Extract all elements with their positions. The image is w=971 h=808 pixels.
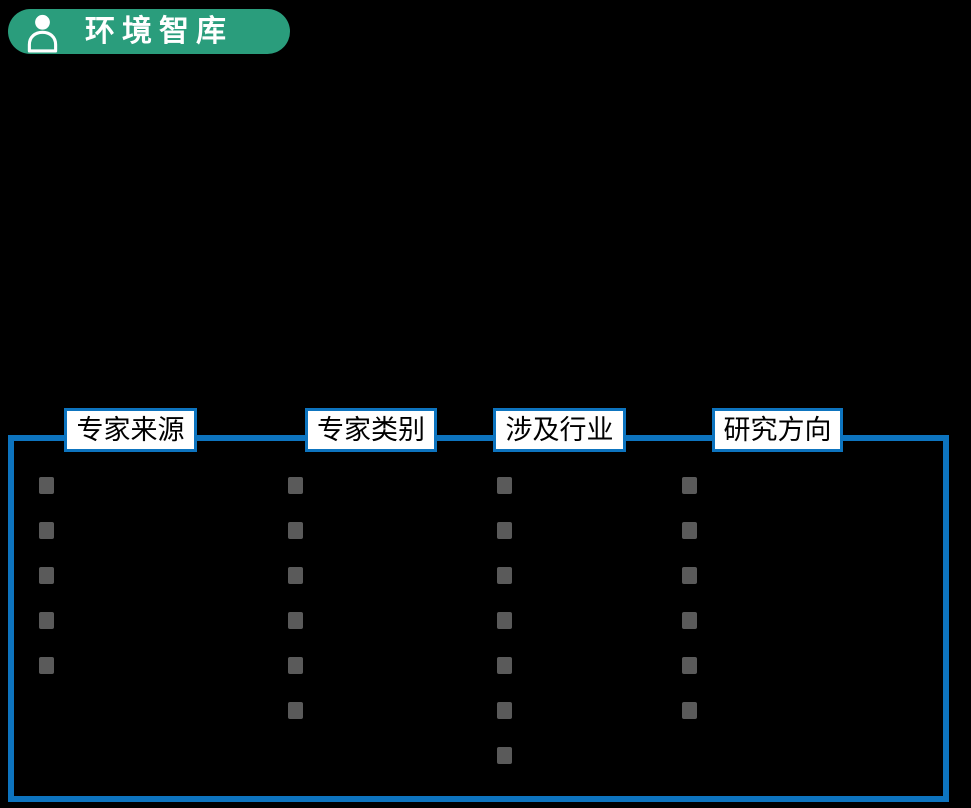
bullet-marker	[682, 477, 697, 494]
bullet-marker	[682, 657, 697, 674]
bullet-marker	[288, 567, 303, 584]
bullet-marker	[39, 522, 54, 539]
bullet-marker	[497, 522, 512, 539]
bullet-marker	[39, 612, 54, 629]
bullet-marker	[288, 522, 303, 539]
expert-panel	[8, 435, 949, 802]
bullet-marker	[39, 657, 54, 674]
think-tank-badge: 环境智库	[8, 9, 290, 54]
person-icon	[27, 14, 58, 53]
bullet-marker	[497, 747, 512, 764]
bullet-marker	[682, 567, 697, 584]
bullet-marker	[497, 477, 512, 494]
bullet-marker	[497, 567, 512, 584]
bullet-marker	[497, 702, 512, 719]
bullet-column-research-direction	[682, 477, 697, 719]
header-box-expert-category: 专家类别	[305, 408, 437, 452]
bullet-marker	[288, 477, 303, 494]
bullet-marker	[288, 612, 303, 629]
bullet-marker	[682, 702, 697, 719]
bullet-marker	[288, 657, 303, 674]
header-box-research-direction: 研究方向	[712, 408, 843, 452]
bullet-column-expert-category	[288, 477, 303, 719]
bullet-marker	[288, 702, 303, 719]
bullet-marker	[39, 477, 54, 494]
bullet-marker	[497, 612, 512, 629]
badge-label: 环境智库	[85, 14, 233, 48]
header-box-expert-source: 专家来源	[64, 408, 197, 452]
bullet-marker	[682, 522, 697, 539]
bullet-marker	[682, 612, 697, 629]
bullet-column-expert-source	[39, 477, 54, 674]
bullet-column-industries	[497, 477, 512, 764]
bullet-marker	[497, 657, 512, 674]
bullet-marker	[39, 567, 54, 584]
header-box-industries: 涉及行业	[493, 408, 626, 452]
